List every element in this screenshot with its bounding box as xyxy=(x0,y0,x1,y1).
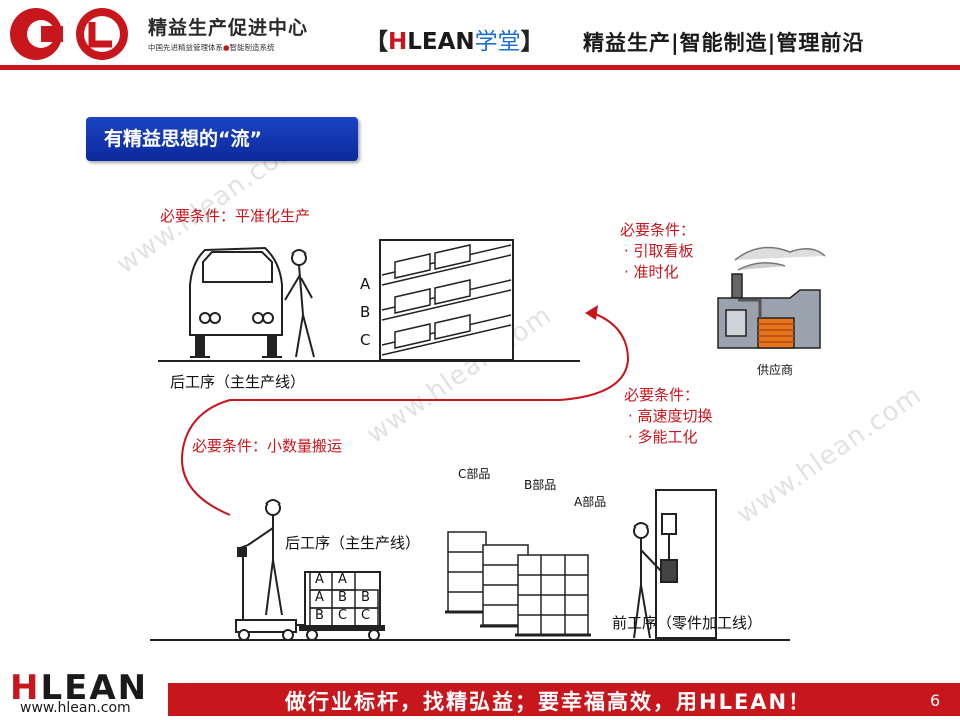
cart-box-grid xyxy=(309,571,379,627)
footer-logo-rest: LEAN xyxy=(40,668,149,708)
brand-title: 【HLEAN学堂】 xyxy=(365,22,544,56)
brand-h: H xyxy=(388,29,408,55)
org-sub-right: 智能制造系统 xyxy=(229,43,275,52)
org-name: 精益生产促进中心 xyxy=(148,17,309,39)
part-label-c: C部品 xyxy=(458,467,491,481)
downstream-label-top: 后工序（主生产线） xyxy=(170,373,306,391)
header-divider xyxy=(0,65,960,70)
car-icon xyxy=(189,246,283,358)
rack-label-a: A xyxy=(360,275,371,293)
tow-tractor-icon xyxy=(235,499,385,641)
flow-arrow-head-icon xyxy=(585,305,598,320)
machining-station-icon xyxy=(633,489,717,639)
center-logo-icon xyxy=(10,8,128,60)
condition-supplier-title: 必要条件： xyxy=(620,221,696,239)
footer-url[interactable]: www.hlean.com xyxy=(20,700,131,716)
org-sub-dot: ● xyxy=(223,43,230,52)
footer-logo-h: H xyxy=(10,668,41,708)
condition-transport: 必要条件：小数量搬运 xyxy=(192,437,343,455)
brand-bracket-left: 【 xyxy=(365,29,388,55)
supplier-factory-icon xyxy=(717,246,826,349)
rack-label-b: B xyxy=(360,303,371,321)
footer-logo: HLEAN xyxy=(10,668,148,708)
worker-icon xyxy=(284,249,315,358)
header-tagline: 精益生产|智能制造|管理前沿 xyxy=(583,31,865,55)
upstream-label: 前工序（零件加工线） xyxy=(612,614,763,632)
org-sub-left: 中国先进精益管理体系 xyxy=(148,43,223,52)
part-label-b: B部品 xyxy=(524,478,557,492)
org-subtitle: 中国先进精益管理体系●智能制造系统 xyxy=(148,42,275,53)
footer-slogan: 做行业标杆，找精弘益；要幸福高效，用HLEAN！ xyxy=(285,690,812,714)
flow-arrow-curve xyxy=(181,311,630,516)
section-title: 有精益思想的“流” xyxy=(86,117,358,161)
cart-cell: A xyxy=(315,572,324,587)
rack-label-c: C xyxy=(360,331,371,349)
condition-process-title: 必要条件： xyxy=(624,386,700,404)
brand-bracket-right: 】 xyxy=(520,29,544,55)
brand-xuetang: 学堂 xyxy=(474,29,521,55)
condition-supplier-item: · 引取看板 xyxy=(624,242,694,260)
cart-cell: B xyxy=(361,590,370,605)
cart-cell: C xyxy=(361,608,371,623)
condition-leveling: 必要条件：平准化生产 xyxy=(160,207,311,225)
part-label-a: A部品 xyxy=(574,495,607,509)
flow-rack-icon xyxy=(379,239,514,361)
cart-cell: B xyxy=(315,608,324,623)
condition-process: 必要条件： · 高速度切换 · 多能工化 xyxy=(624,385,713,448)
header: 精益生产促进中心 中国先进精益管理体系●智能制造系统 【HLEAN学堂】 精益生… xyxy=(0,0,960,70)
condition-supplier-item: · 准时化 xyxy=(624,263,679,281)
cart-cell: A xyxy=(315,590,324,605)
supplier-label: 供应商 xyxy=(757,363,794,377)
brand-lean: LEAN xyxy=(407,29,475,55)
condition-process-item: · 多能工化 xyxy=(628,428,698,446)
cart-cell: A xyxy=(338,572,347,587)
downstream-label-bottom: 后工序（主生产线） xyxy=(285,534,421,552)
cart-cell: C xyxy=(338,608,348,623)
cart-cell: B xyxy=(338,590,347,605)
condition-supplier: 必要条件： · 引取看板 · 准时化 xyxy=(620,220,695,283)
footer-bar xyxy=(168,683,960,716)
condition-process-item: · 高速度切换 xyxy=(628,407,713,425)
parts-storage-rack-icon xyxy=(445,531,591,637)
page-number: 6 xyxy=(930,691,941,710)
